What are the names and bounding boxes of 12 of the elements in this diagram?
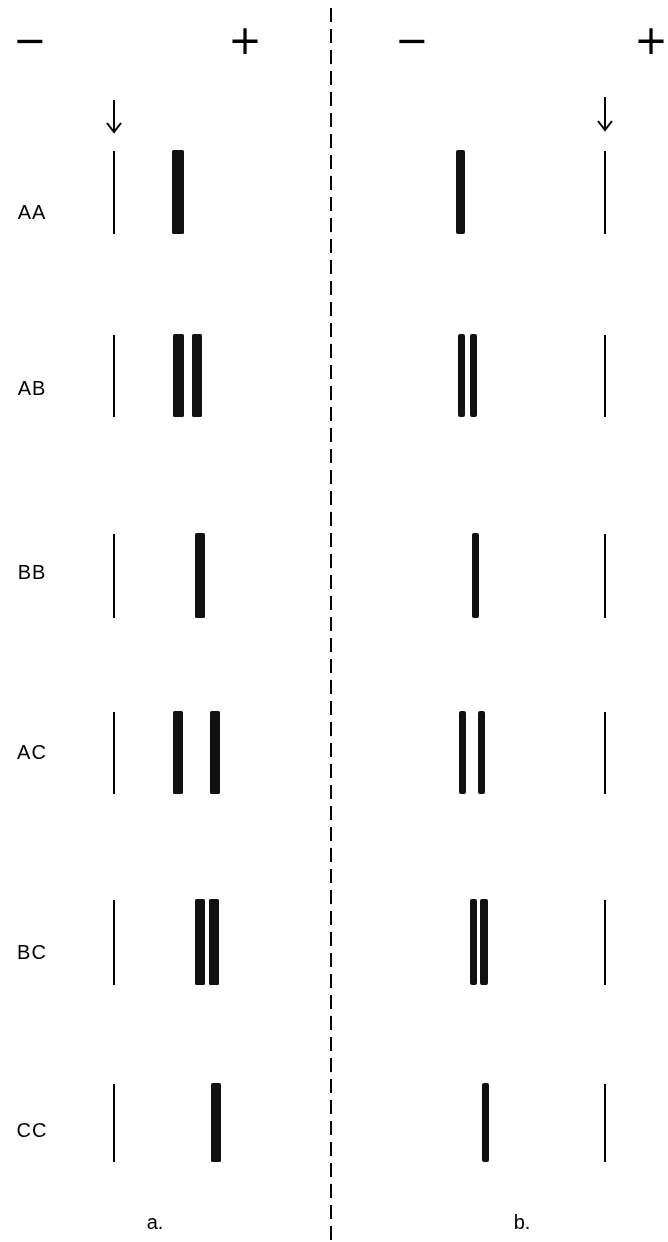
polarity-sign: −: [13, 20, 47, 60]
genotype-label: BB: [17, 562, 47, 582]
genotype-label: AC: [17, 742, 47, 762]
polarity-sign: +: [634, 20, 668, 60]
panel-label: a.: [146, 1212, 164, 1232]
genotype-label: CC: [16, 1120, 48, 1140]
genotype-label: BC: [17, 942, 47, 962]
genotype-label: AB: [17, 378, 47, 398]
panel-label: b.: [513, 1212, 531, 1232]
polarity-sign: +: [228, 20, 262, 60]
polarity-sign: −: [395, 20, 429, 60]
genotype-label: AA: [17, 202, 47, 222]
